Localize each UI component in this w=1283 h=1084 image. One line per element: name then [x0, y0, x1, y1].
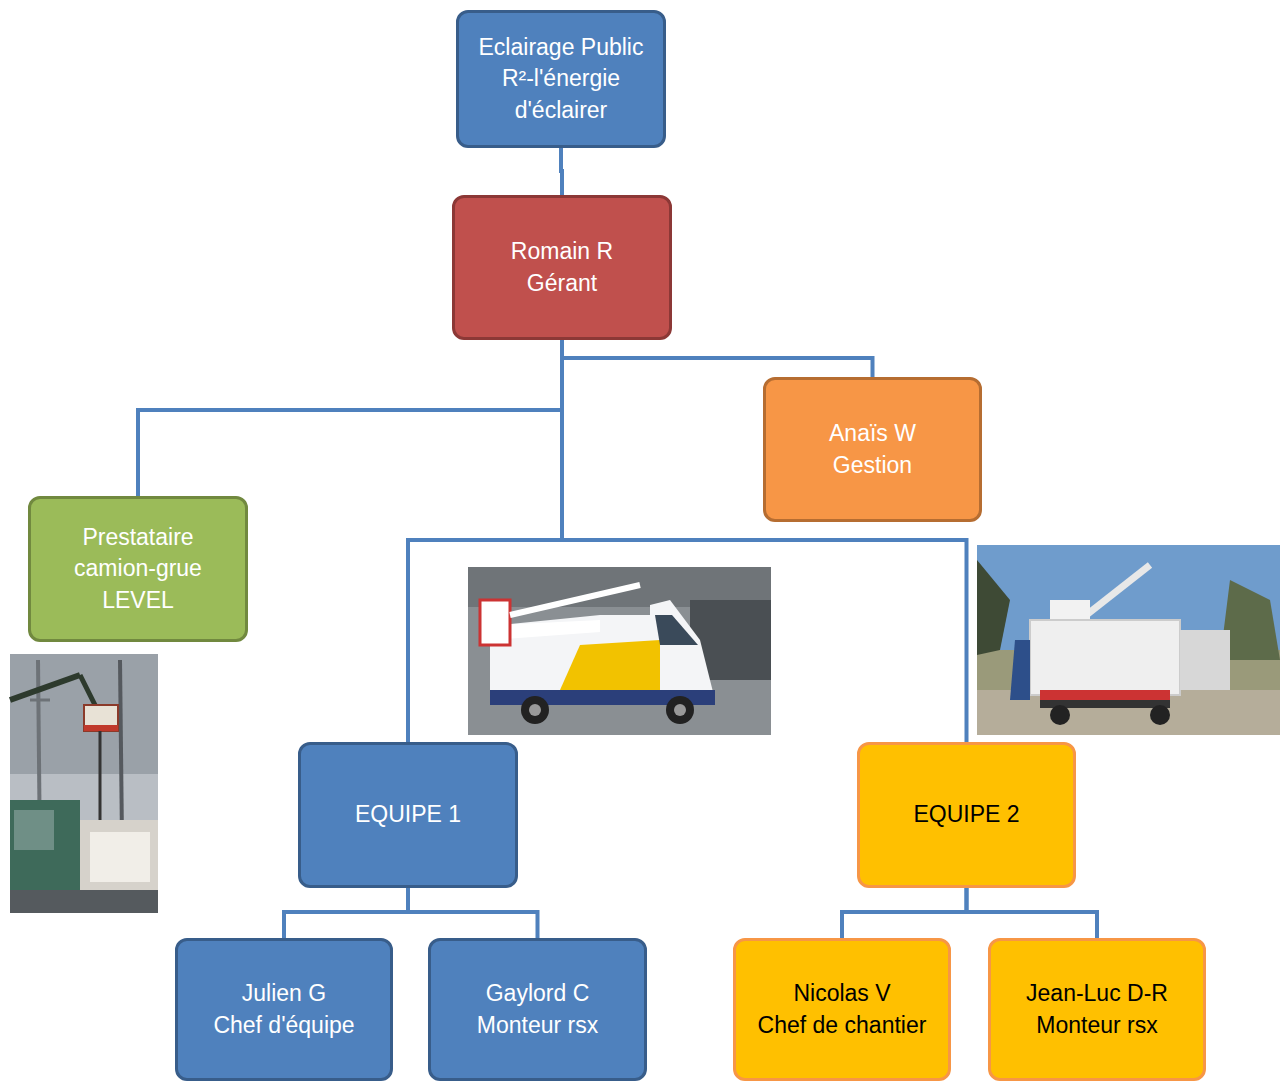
box-text: Jean-Luc D-R — [1026, 978, 1168, 1009]
box-text: Chef de chantier — [758, 1010, 927, 1041]
box-text: EQUIPE 1 — [355, 799, 461, 830]
root-box: Eclairage Public R²-l'énergie d'éclairer — [456, 10, 666, 148]
member-box: Julien GChef d'équipe — [175, 938, 393, 1081]
team-box: EQUIPE 2 — [857, 742, 1076, 888]
box-text: Gérant — [527, 268, 597, 299]
box-text: Monteur rsx — [477, 1010, 598, 1041]
org-connector — [284, 888, 408, 938]
member-box: Gaylord CMonteur rsx — [428, 938, 647, 1081]
box-text: Prestataire camion-grue — [41, 522, 235, 584]
box-text: Gaylord C — [486, 978, 590, 1009]
truck-photo — [977, 545, 1280, 735]
box-text: Julien G — [242, 978, 326, 1009]
crane-photo — [10, 654, 158, 913]
box-text: Gestion — [833, 450, 912, 481]
box-text: EQUIPE 2 — [913, 799, 1019, 830]
org-connector — [138, 340, 562, 496]
member-box: Nicolas VChef de chantier — [733, 938, 951, 1081]
box-text: Romain R — [511, 236, 613, 267]
team-box: EQUIPE 1 — [298, 742, 518, 888]
org-connector — [561, 148, 562, 195]
van-photo — [468, 567, 771, 735]
box-text: Anaïs W — [829, 418, 916, 449]
manager-box: Romain RGérant — [452, 195, 672, 340]
box-text: Nicolas V — [793, 978, 890, 1009]
provider-box: Prestataire camion-grueLEVEL — [28, 496, 248, 642]
org-connector — [842, 888, 967, 938]
org-connector — [408, 888, 538, 938]
box-text: Monteur rsx — [1036, 1010, 1157, 1041]
org-connector — [967, 888, 1098, 938]
org-connector — [562, 340, 873, 377]
box-text: LEVEL — [102, 585, 174, 616]
box-text: Chef d'équipe — [213, 1010, 354, 1041]
box-text: Eclairage Public R²-l'énergie d'éclairer — [469, 32, 653, 125]
org-connector — [408, 340, 562, 742]
staff-box: Anaïs WGestion — [763, 377, 982, 522]
member-box: Jean-Luc D-RMonteur rsx — [988, 938, 1206, 1081]
